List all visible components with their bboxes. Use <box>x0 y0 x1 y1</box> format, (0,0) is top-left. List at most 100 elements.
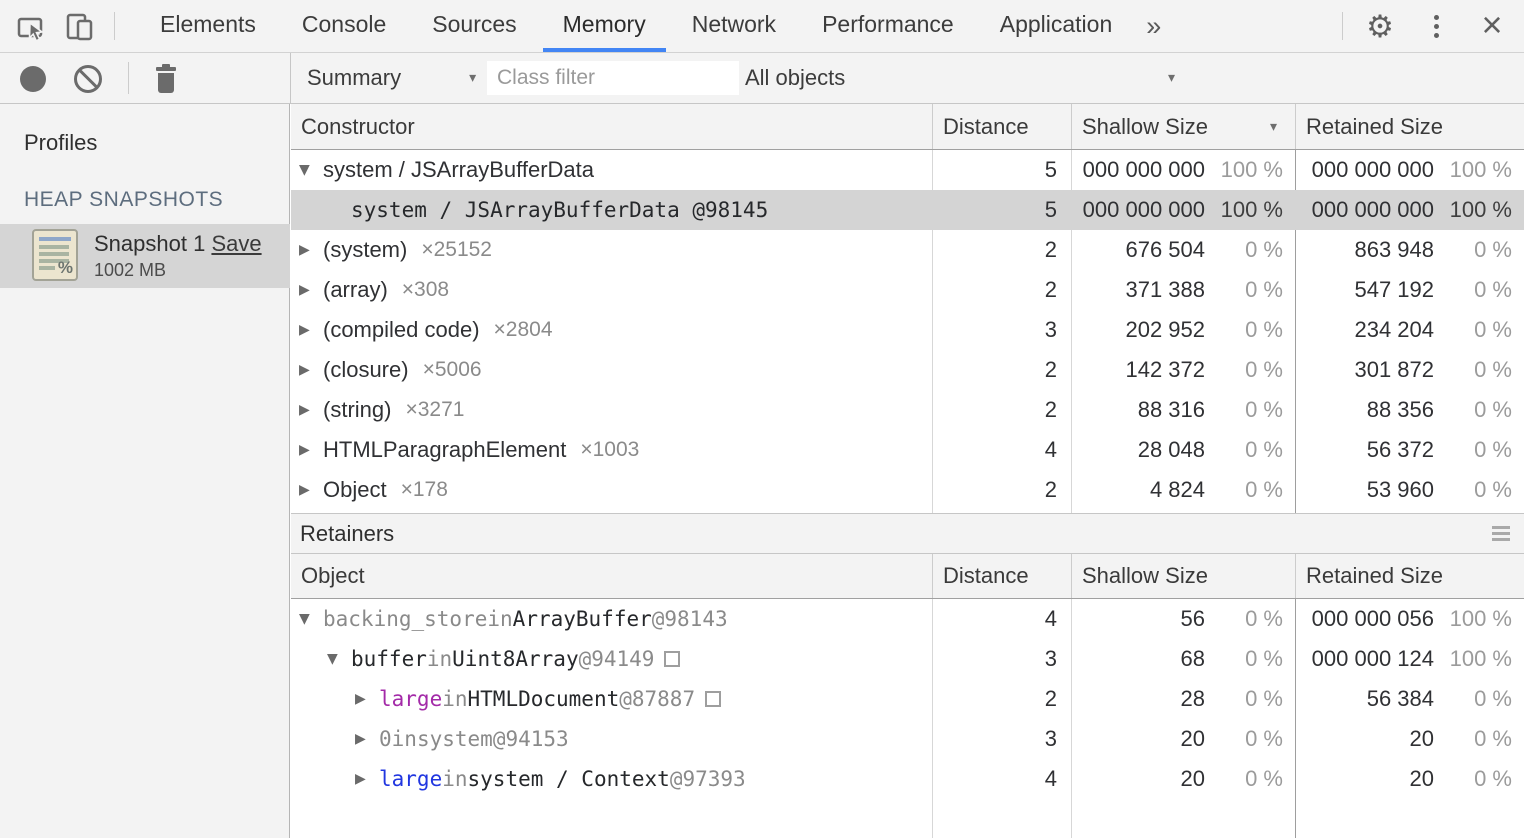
more-options-kebab-icon[interactable] <box>1426 13 1446 39</box>
retainer-object-cell: ▼buffer in Uint8Array @94149 <box>291 639 932 679</box>
reveal-object-icon[interactable] <box>664 651 681 667</box>
retainers-section-bar[interactable]: Retainers <box>291 513 1524 554</box>
shallow-size-percent: 0 % <box>1245 357 1283 382</box>
disclosure-triangle[interactable]: ▼ <box>299 162 310 178</box>
retained-size-percent: 0 % <box>1474 437 1512 462</box>
disclosure-triangle[interactable]: ▶ <box>299 362 310 378</box>
retainers-menu-icon[interactable] <box>1492 526 1510 541</box>
object-scope-select[interactable]: All objects ▾ <box>745 53 1175 103</box>
heap-snapshot-view: Constructor Distance Shallow Size▾ Retai… <box>291 104 1524 838</box>
disclosure-triangle[interactable]: ▼ <box>327 651 338 667</box>
column-header-constructor[interactable]: Constructor <box>301 113 415 139</box>
column-header-retained-size[interactable]: Retained Size <box>1295 104 1524 149</box>
shallow-size-percent: 0 % <box>1245 397 1283 422</box>
instance-count: ×178 <box>400 478 448 501</box>
constructor-cell: ▶(array)×308 <box>291 270 932 310</box>
column-header-shallow-size[interactable]: Shallow Size <box>1071 554 1295 598</box>
profiles-sidebar: Profiles HEAP SNAPSHOTS % Snapshot 1 Sav… <box>0 104 290 838</box>
tab-network[interactable]: Network <box>691 10 777 37</box>
disclosure-triangle[interactable]: ▶ <box>299 322 310 338</box>
tab-performance[interactable]: Performance <box>822 10 954 37</box>
perspective-select[interactable]: Summary ▾ <box>307 53 476 103</box>
tab-console[interactable]: Console <box>301 10 387 37</box>
clear-profiles-icon[interactable] <box>74 65 102 93</box>
tab-memory[interactable]: Memory <box>542 0 666 52</box>
retained-size-value: 863 948 <box>1354 237 1434 262</box>
retained-size-percent: 0 % <box>1474 397 1512 422</box>
record-heap-snapshot-icon[interactable] <box>20 66 46 92</box>
settings-gear-icon[interactable]: ⚙ <box>1366 8 1394 44</box>
retainer-object-name: system / Context <box>467 767 670 791</box>
column-header-distance[interactable]: Distance <box>932 104 1071 149</box>
tab-elements[interactable]: Elements <box>160 10 256 37</box>
retained-size-percent: 0 % <box>1474 766 1512 791</box>
toolbar-divider <box>114 12 115 40</box>
constructor-cell: ▶Object×178 <box>291 470 932 510</box>
constructor-cell: ▶(compiled code)×2804 <box>291 310 932 350</box>
delete-profile-trash-icon[interactable] <box>152 63 180 95</box>
close-devtools-icon[interactable]: × <box>1481 4 1503 45</box>
devtools-main-toolbar: Elements Console Sources Memory Network Perfo… <box>0 0 1524 53</box>
disclosure-triangle[interactable]: ▶ <box>299 242 310 258</box>
column-separator[interactable] <box>1295 554 1296 838</box>
column-separator[interactable] <box>1071 150 1072 513</box>
disclosure-triangle[interactable]: ▶ <box>355 771 366 787</box>
column-separator[interactable] <box>932 554 933 838</box>
shallow-size-value: 142 372 <box>1125 357 1205 382</box>
disclosure-triangle[interactable]: ▶ <box>299 442 310 458</box>
class-filter-input[interactable] <box>487 61 739 95</box>
column-separator[interactable] <box>1295 150 1296 513</box>
retainer-object-cell: ▼backing_store in ArrayBuffer @98143 <box>291 599 932 639</box>
disclosure-triangle[interactable]: ▶ <box>355 691 366 707</box>
chevron-down-icon: ▾ <box>469 70 477 86</box>
disclosure-triangle[interactable]: ▶ <box>299 282 310 298</box>
disclosure-triangle[interactable]: ▶ <box>299 482 310 498</box>
toolbar-divider <box>128 62 129 94</box>
snapshot-size: 1002 MB <box>94 260 167 280</box>
reveal-object-icon[interactable] <box>705 691 722 707</box>
disclosure-triangle[interactable]: ▶ <box>355 731 366 747</box>
tab-application[interactable]: Application <box>999 10 1113 37</box>
more-tabs-chevron-icon[interactable]: » <box>1146 10 1162 41</box>
disclosure-triangle[interactable]: ▼ <box>299 611 310 627</box>
retainer-object-id: @98143 <box>651 607 728 631</box>
column-header-shallow-size[interactable]: Shallow Size▾ <box>1071 104 1295 149</box>
heap-snapshots-section-label: HEAP SNAPSHOTS <box>24 188 224 211</box>
disclosure-triangle[interactable]: ▶ <box>299 402 310 418</box>
column-header-distance[interactable]: Distance <box>932 554 1071 598</box>
tab-sources[interactable]: Sources <box>432 10 517 37</box>
column-header-object[interactable]: Object <box>301 563 365 588</box>
device-toolbar-icon[interactable] <box>64 11 96 43</box>
column-separator[interactable] <box>932 150 933 513</box>
column-header-retained-size[interactable]: Retained Size <box>1295 554 1524 598</box>
shallow-size-percent: 0 % <box>1245 646 1283 671</box>
memory-filter-toolbar: Summary ▾ All objects ▾ <box>0 53 1524 104</box>
shallow-size-percent: 0 % <box>1245 317 1283 342</box>
column-separator[interactable] <box>1071 554 1072 838</box>
snapshot-save-link[interactable]: Save <box>211 231 262 256</box>
sidebar-item-snapshot-1[interactable]: % Snapshot 1 Save 1002 MB <box>0 224 290 288</box>
inspect-element-icon[interactable] <box>16 11 48 43</box>
shallow-size-value: 20 <box>1180 726 1205 751</box>
